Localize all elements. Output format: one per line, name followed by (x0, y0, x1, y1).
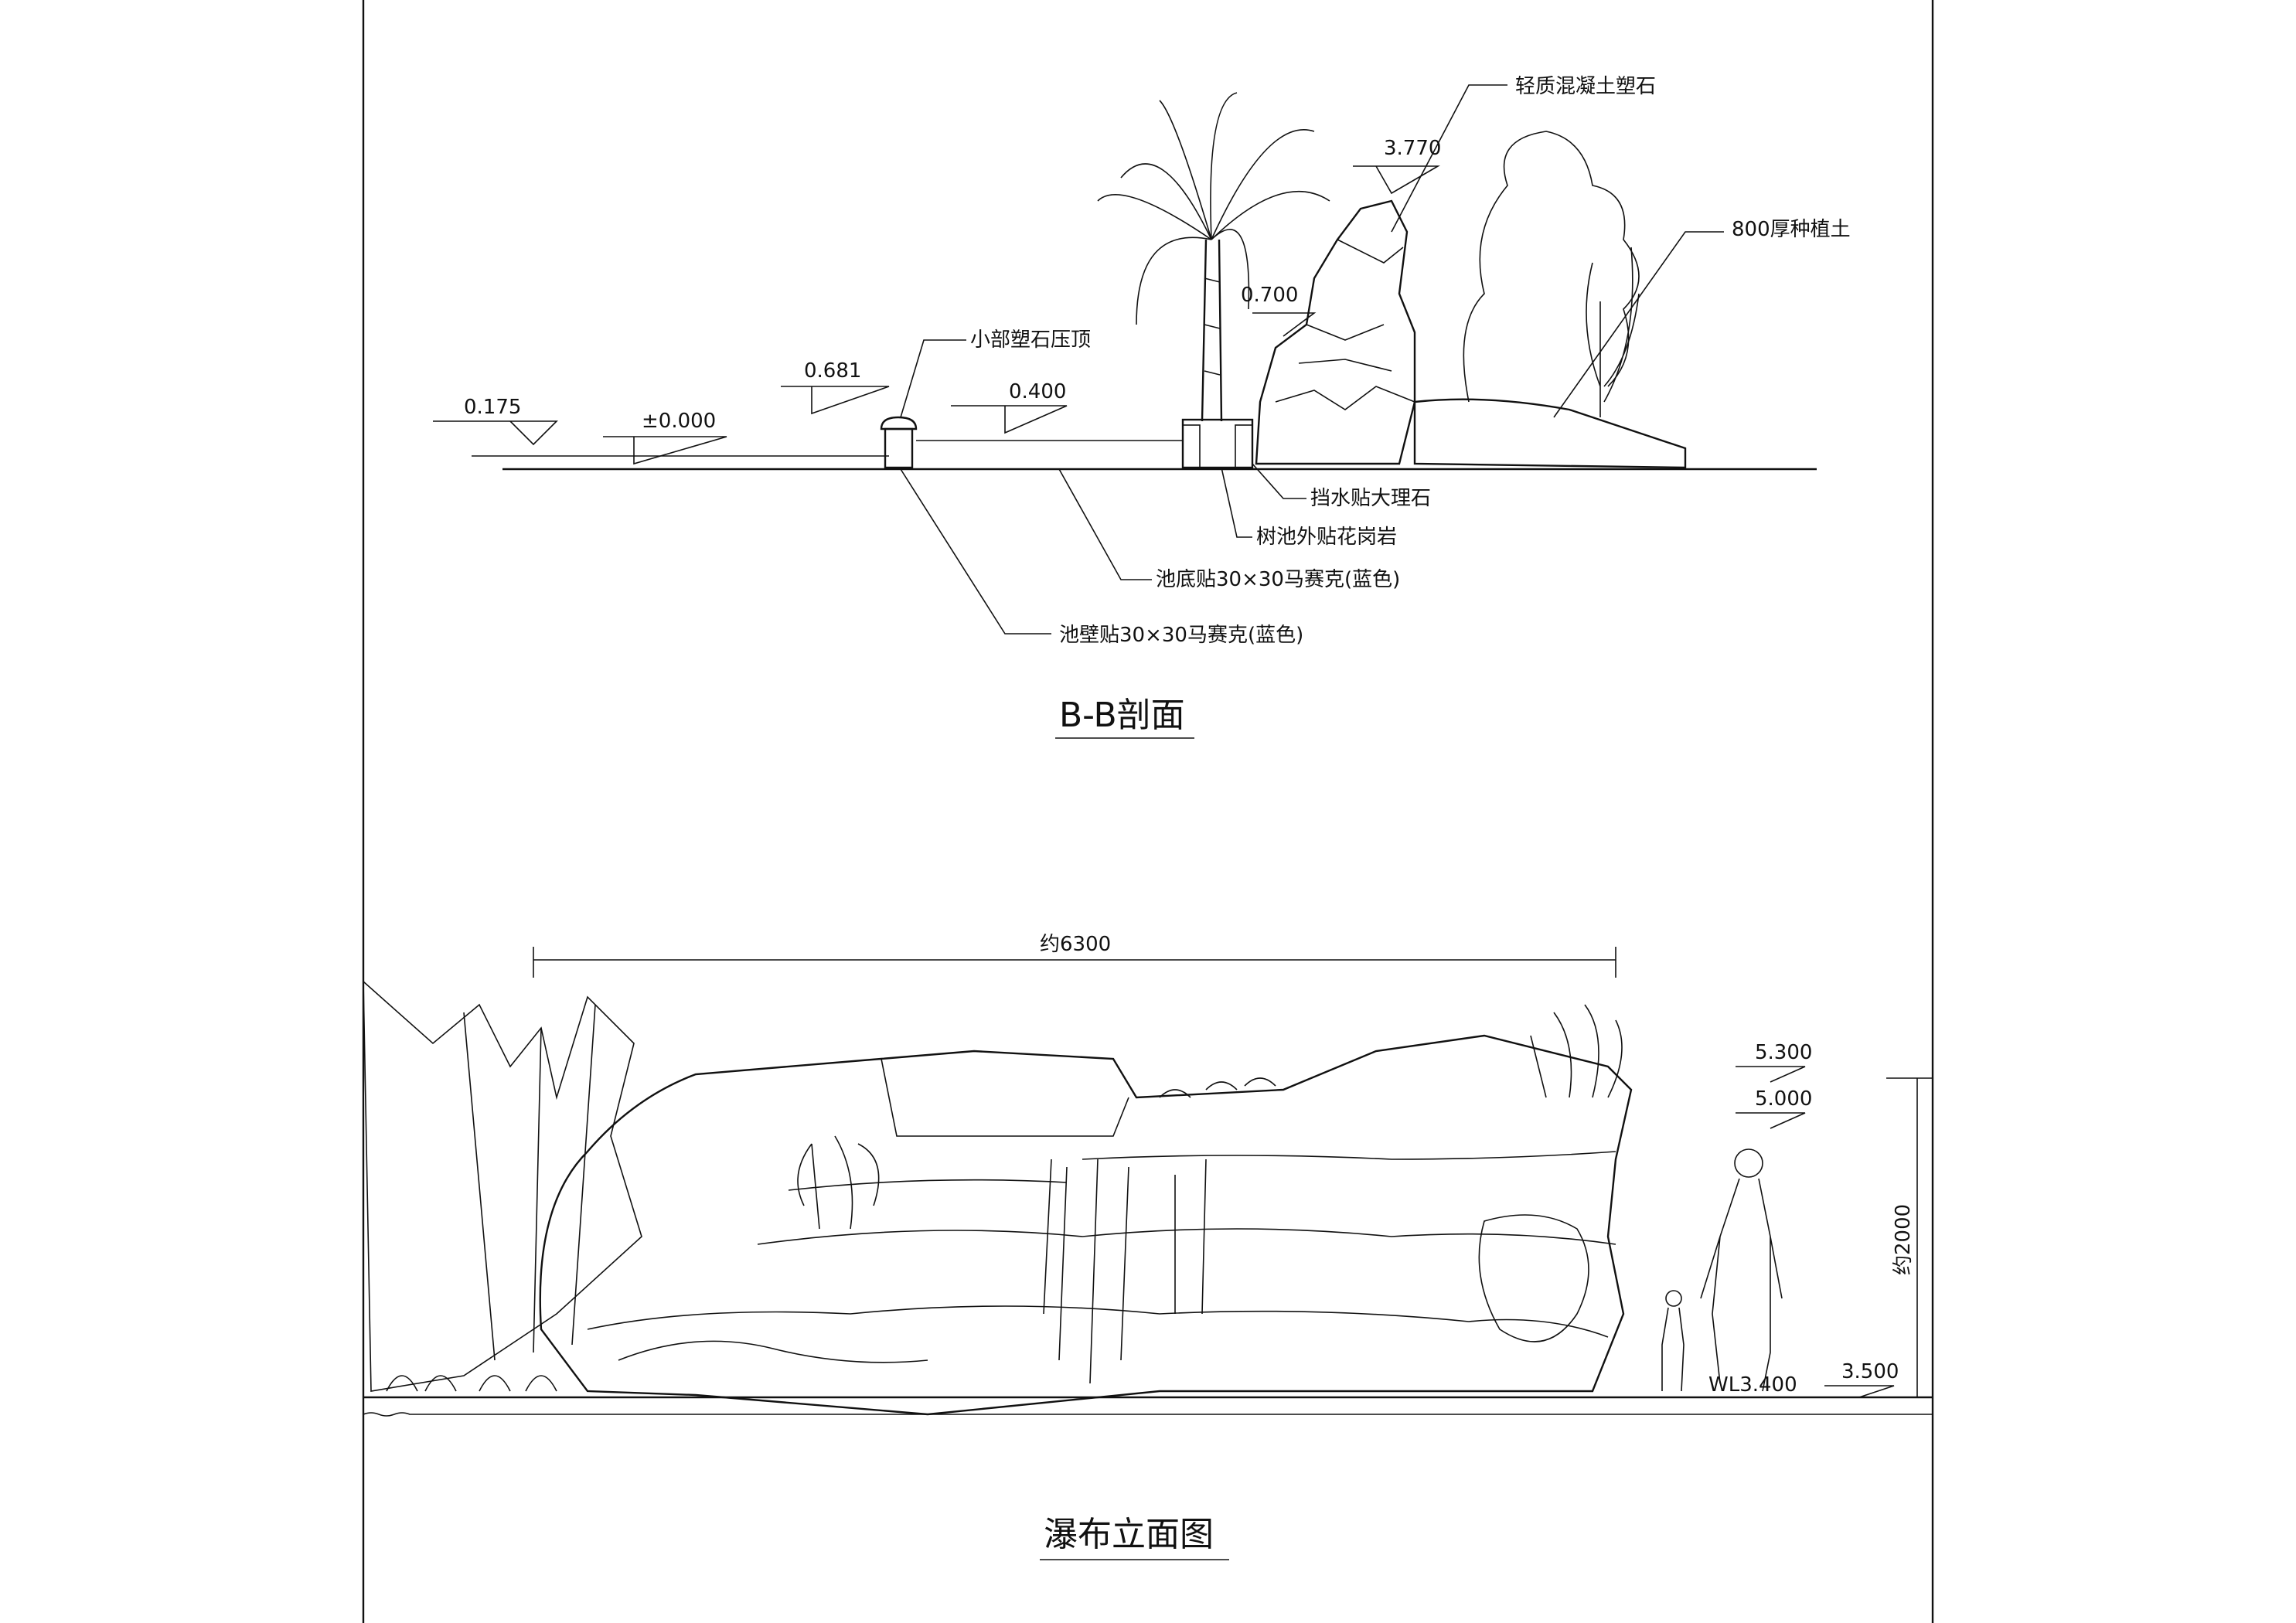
callout-pool-wall: 池壁贴30×30马赛克(蓝色) (1059, 624, 1303, 647)
elev-0700: 0.700 (1241, 284, 1298, 307)
section-title: B-B剖面 (1059, 696, 1185, 735)
planting-soil (1413, 398, 1687, 469)
elev-5300: 5.300 (1755, 1041, 1812, 1064)
height-dimension: 约2000 (1892, 1204, 1915, 1275)
callout-soil: 800厚种植土 (1732, 218, 1851, 241)
callout-capstone: 小部塑石压顶 (970, 328, 1091, 352)
palm-tree (1097, 92, 1330, 422)
elevation-markers: 0.175 ±0.000 0.681 0.400 3.770 0.700 (433, 137, 1441, 465)
falling-water (1043, 1159, 1207, 1384)
width-dimension: 约6300 (1040, 933, 1111, 956)
waterfall-elevation: 约6300 (363, 933, 1933, 1560)
elev-0175: 0.175 (464, 396, 521, 419)
callout-pool-bottom: 池底贴30×30马赛克(蓝色) (1156, 568, 1400, 591)
callout-granite: 树池外贴花岗岩 (1256, 526, 1397, 549)
shrub-outline (1463, 131, 1640, 403)
rockery (1255, 199, 1416, 465)
scale-figures (1661, 1148, 1783, 1392)
section-bb: 0.175 ±0.000 0.681 0.400 3.770 0.700 小部塑… (433, 75, 1851, 739)
capstone-block (884, 427, 914, 469)
elev-0681: 0.681 (804, 359, 861, 383)
elev-5000: 5.000 (1755, 1087, 1812, 1111)
rockery-mass (539, 1034, 1633, 1416)
sheet-border (362, 0, 1934, 1623)
tree-pit (1181, 418, 1254, 469)
water-level-label: WL3.400 (1708, 1373, 1797, 1397)
left-foliage (363, 980, 642, 1392)
elevation-title: 瀑布立面图 (1044, 1515, 1214, 1554)
elev-0400: 0.400 (1009, 380, 1066, 403)
plants (386, 1004, 1623, 1392)
callout-rock: 轻质混凝土塑石 (1515, 75, 1656, 98)
leader-lines (900, 84, 1724, 635)
elev-3770: 3.770 (1384, 137, 1441, 160)
elev-3500: 3.500 (1841, 1360, 1899, 1383)
callout-marble: 挡水贴大理石 (1310, 487, 1431, 510)
elev-0000: ±0.000 (642, 410, 716, 433)
